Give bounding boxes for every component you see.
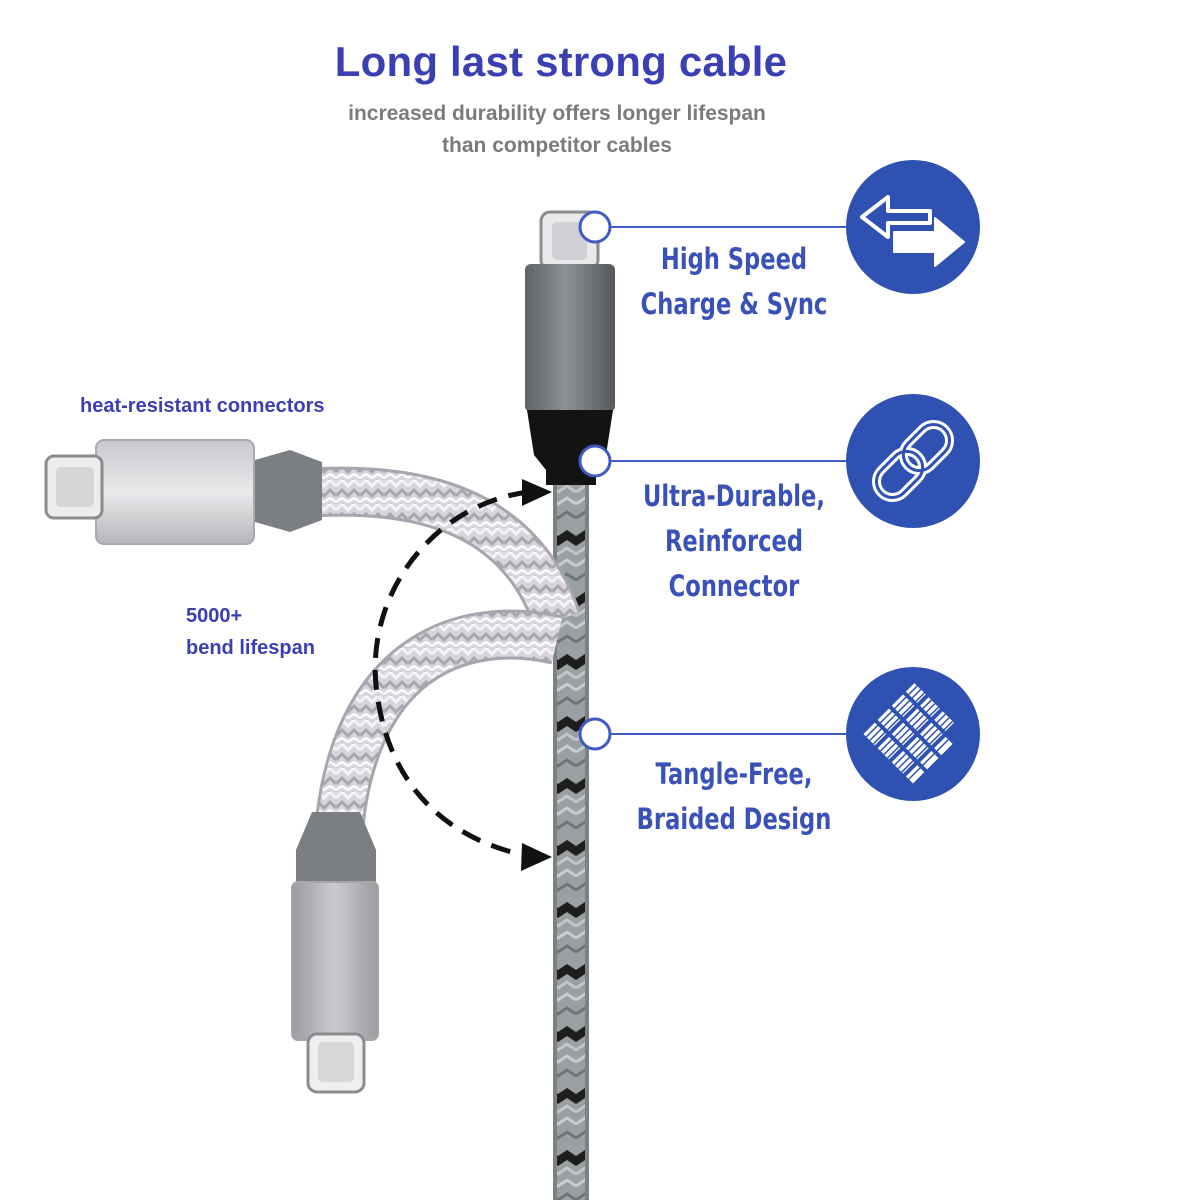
feature-tangle-free: Tangle-Free, Braided Design [633, 752, 836, 842]
bend-count-text: 5000+ [186, 605, 243, 627]
feature-ultra-durable: Ultra-Durable, Reinforced Connector [633, 474, 836, 609]
arrowhead-bottom [521, 843, 552, 871]
lower-bent-cable [318, 612, 562, 823]
feature-line: Connector [668, 569, 800, 603]
connectors-label-text: heat-resistant connectors [80, 395, 325, 417]
callout-dot-durable [578, 444, 612, 478]
connectors-label: heat-resistant connectors [80, 390, 325, 422]
feature-line: High Speed [660, 242, 808, 276]
subtitle-line: than competitor cables [442, 134, 672, 157]
page-title: Long last strong cable [334, 38, 788, 85]
upper-bent-cable [319, 469, 578, 628]
callout-dot-braided [578, 717, 612, 751]
top-usb-c-connector [525, 210, 615, 485]
feature-line: Ultra-Durable, [643, 479, 825, 513]
subtitle-line: increased durability offers longer lifes… [348, 102, 766, 125]
feature-line: Braided Design [636, 802, 832, 836]
page-subtitle: increased durability offers longer lifes… [0, 98, 1114, 162]
bend-lifespan-label: 5000+ bend lifespan [186, 600, 315, 664]
chain-link-icon [846, 394, 980, 528]
feature-line: Charge & Sync [640, 287, 828, 321]
feature-high-speed: High Speed Charge & Sync [633, 237, 836, 327]
left-usb-c-connector [44, 439, 322, 545]
bottom-usb-c-connector [291, 812, 379, 1094]
arrowhead-top [522, 479, 552, 506]
braid-mesh-icon [846, 667, 980, 801]
callout-dot-speed [578, 210, 612, 244]
feature-line: Reinforced [664, 524, 804, 558]
bend-lifespan-text: bend lifespan [186, 637, 315, 659]
feature-line: Tangle-Free, [655, 757, 813, 791]
double-arrow-icon [846, 160, 980, 294]
